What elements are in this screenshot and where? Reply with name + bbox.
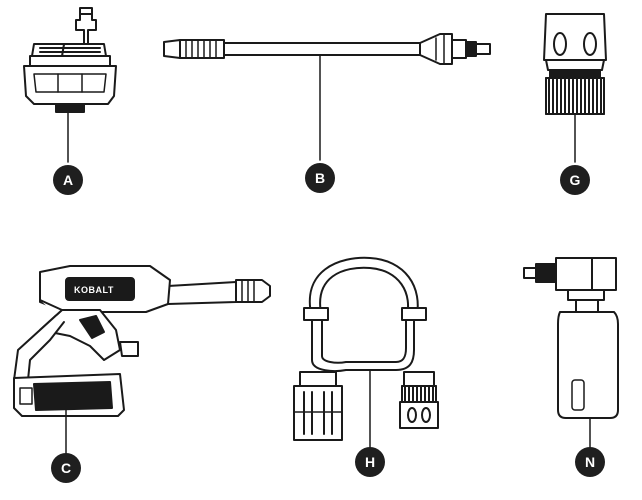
callout-a-label: A xyxy=(63,172,73,188)
callout-h-label: H xyxy=(365,454,375,470)
part-g-coupler xyxy=(543,13,607,163)
part-h-hose xyxy=(293,256,439,453)
callout-h: H xyxy=(355,447,385,477)
callout-b-label: B xyxy=(315,170,325,186)
part-c-power-cleaner xyxy=(13,265,271,457)
callout-n: N xyxy=(575,447,605,477)
callout-c: C xyxy=(51,453,81,483)
callout-a: A xyxy=(53,165,83,195)
callout-c-label: C xyxy=(61,460,71,476)
brand-label: KOBALT xyxy=(74,285,114,295)
callout-g-label: G xyxy=(570,172,581,188)
callout-b: B xyxy=(305,163,335,193)
part-n-foam-bottle xyxy=(523,257,619,453)
callout-n-label: N xyxy=(585,454,595,470)
part-b-wand xyxy=(163,33,491,161)
callout-g: G xyxy=(560,165,590,195)
part-a-adapter xyxy=(23,7,117,163)
